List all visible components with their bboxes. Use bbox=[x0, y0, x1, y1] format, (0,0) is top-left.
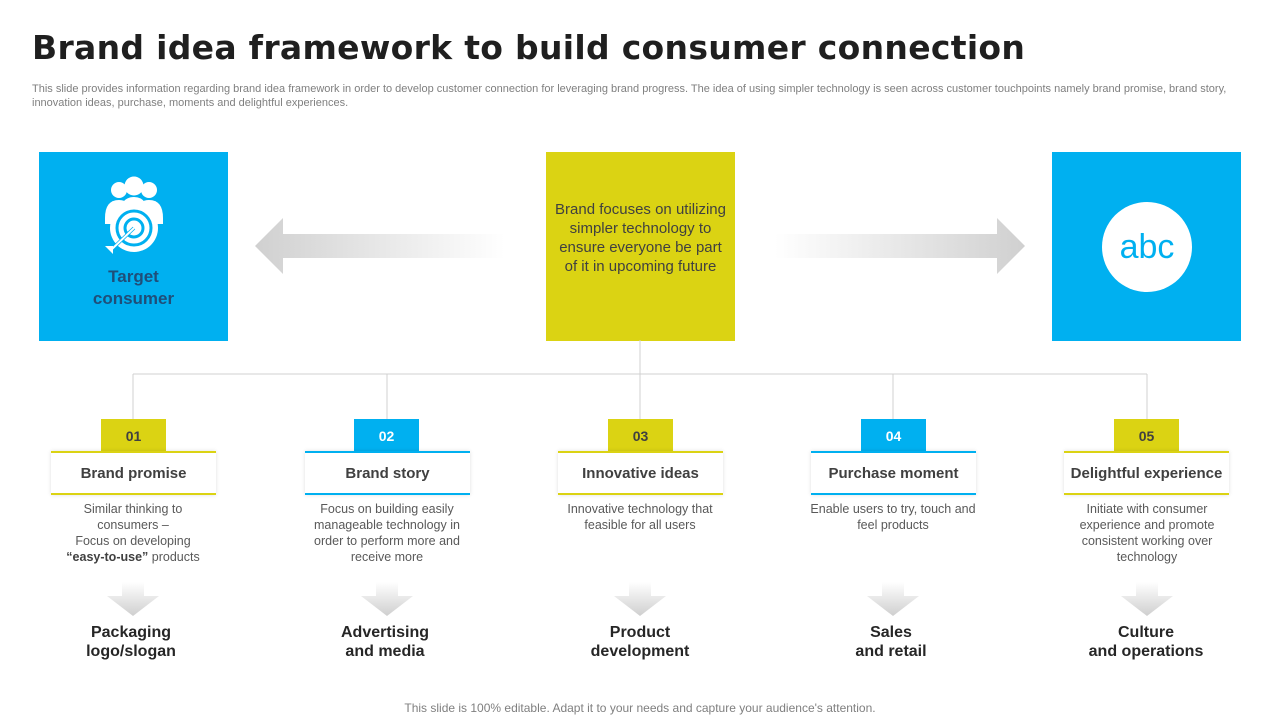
footer-note: This slide is 100% editable. Adapt it to… bbox=[404, 701, 876, 715]
left-arrow-icon bbox=[255, 218, 505, 274]
target-consumer-icon bbox=[105, 176, 163, 254]
step-2-down-arrow-icon bbox=[361, 582, 413, 616]
step-3-heading: Innovative ideas bbox=[558, 451, 723, 495]
step-1-description: Similar thinking to consumers – Focus on… bbox=[66, 502, 200, 564]
step-5-number: 05 bbox=[1114, 419, 1179, 452]
step-2-outcome: Advertising and media bbox=[340, 624, 429, 660]
step-1-down-arrow-icon bbox=[107, 582, 159, 616]
step-5-heading: Delightful experience bbox=[1064, 451, 1229, 495]
step-2-description: Focus on building easily manageable tech… bbox=[314, 502, 460, 564]
slide-title: Brand idea framework to build consumer c… bbox=[32, 28, 1026, 67]
step-4-outcome: Sales and retail bbox=[855, 624, 927, 660]
step-4-description: Enable users to try, touch and feel prod… bbox=[810, 502, 976, 532]
step-5-down-arrow-icon bbox=[1121, 582, 1173, 616]
step-4-heading: Purchase moment bbox=[811, 451, 976, 495]
right-arrow-icon bbox=[775, 218, 1025, 274]
step-2-heading: Brand story bbox=[305, 451, 470, 495]
abc-circle: abc bbox=[1102, 202, 1192, 292]
step-4-down-arrow-icon bbox=[867, 582, 919, 616]
target-consumer-box: Target consumer bbox=[39, 152, 228, 341]
slide-subtitle: This slide provides information regardin… bbox=[32, 83, 1227, 109]
step-5-description: Initiate with consumer experience and pr… bbox=[1079, 502, 1215, 564]
connector-lines bbox=[132, 340, 1148, 419]
step-4-number: 04 bbox=[861, 419, 926, 452]
abc-box: abc bbox=[1052, 152, 1241, 341]
step-2-number: 02 bbox=[354, 419, 419, 452]
step-1-heading: Brand promise bbox=[51, 451, 216, 495]
step-3-number: 03 bbox=[608, 419, 673, 452]
step-5-outcome: Culture and operations bbox=[1088, 624, 1204, 660]
step-1-outcome: Packaging logo/slogan bbox=[86, 624, 176, 660]
brand-focus-text: Brand focuses on utilizing simpler techn… bbox=[555, 201, 726, 275]
step-3-outcome: Product development bbox=[590, 624, 690, 660]
step-3-description: Innovative technology that feasible for … bbox=[567, 502, 713, 532]
target-consumer-label: Target consumer bbox=[92, 267, 175, 308]
brand-focus-box: Brand focuses on utilizing simpler techn… bbox=[546, 152, 735, 341]
step-3-down-arrow-icon bbox=[614, 582, 666, 616]
step-1-number: 01 bbox=[101, 419, 166, 452]
